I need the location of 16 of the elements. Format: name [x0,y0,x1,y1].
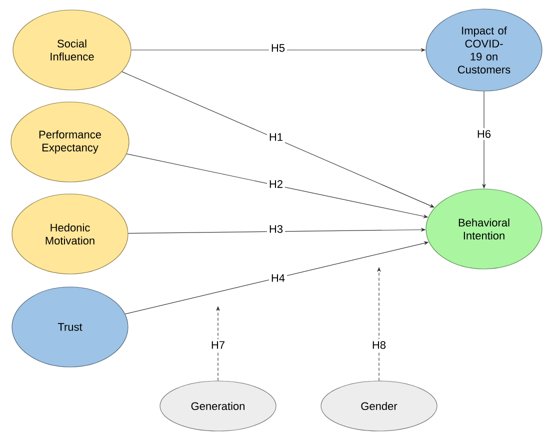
ellipse-node: Generation [160,380,276,432]
ellipse-node: Impact of COVID-19 on Customers [426,8,542,92]
edge-label: H3 [266,223,286,235]
ellipse-node: Gender [320,380,438,432]
edge-label: H4 [268,272,288,284]
ellipse-node: Social Influence [12,10,132,90]
ellipse-node: Hedonic Motivation [12,194,128,274]
ellipse-node: Performance Expectancy [10,102,130,182]
edge-label: H6 [474,128,494,140]
ellipse-node: Trust [12,286,128,368]
edge-label: H8 [370,339,388,351]
edge-label: H5 [268,42,288,54]
edge-label: H1 [266,131,286,143]
edge-label: H7 [208,339,228,351]
ellipse-node: Behavioral Intention [426,188,542,270]
edge-label: H2 [266,178,286,190]
